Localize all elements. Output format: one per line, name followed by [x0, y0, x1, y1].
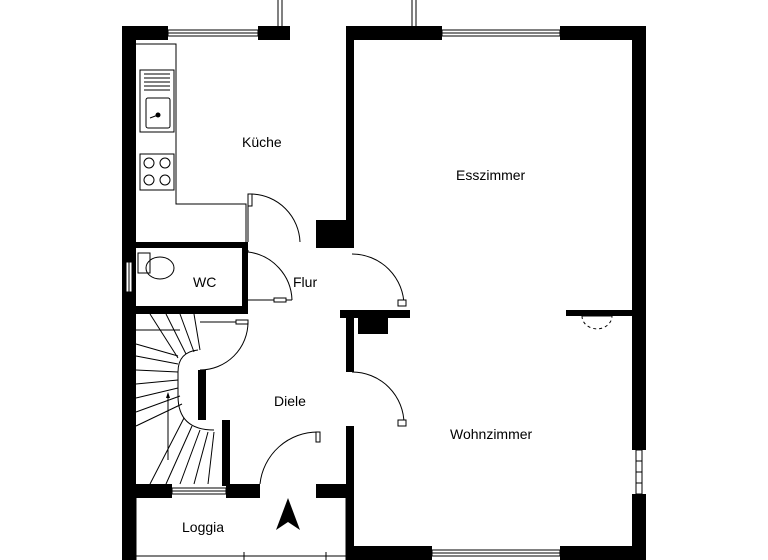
- north-arrow-icon: [276, 498, 300, 530]
- room-label-wc: WC: [193, 274, 216, 290]
- room-label-esszimmer: Esszimmer: [456, 167, 526, 183]
- loggia-outline: [135, 498, 347, 560]
- room-label-wohnzimmer: Wohnzimmer: [450, 426, 533, 442]
- staircase: [135, 313, 215, 485]
- doors: [199, 193, 613, 485]
- room-label-loggia: Loggia: [182, 519, 224, 535]
- sink-icon: [139, 69, 175, 133]
- kitchen-counter: [136, 43, 247, 242]
- room-label-kueche: Küche: [242, 134, 282, 150]
- stove-icon: [139, 153, 175, 191]
- windows: [125, 0, 643, 557]
- room-label-flur: Flur: [293, 274, 317, 290]
- walls: [122, 26, 646, 560]
- toilet-icon: [137, 252, 175, 280]
- room-label-diele: Diele: [274, 393, 306, 409]
